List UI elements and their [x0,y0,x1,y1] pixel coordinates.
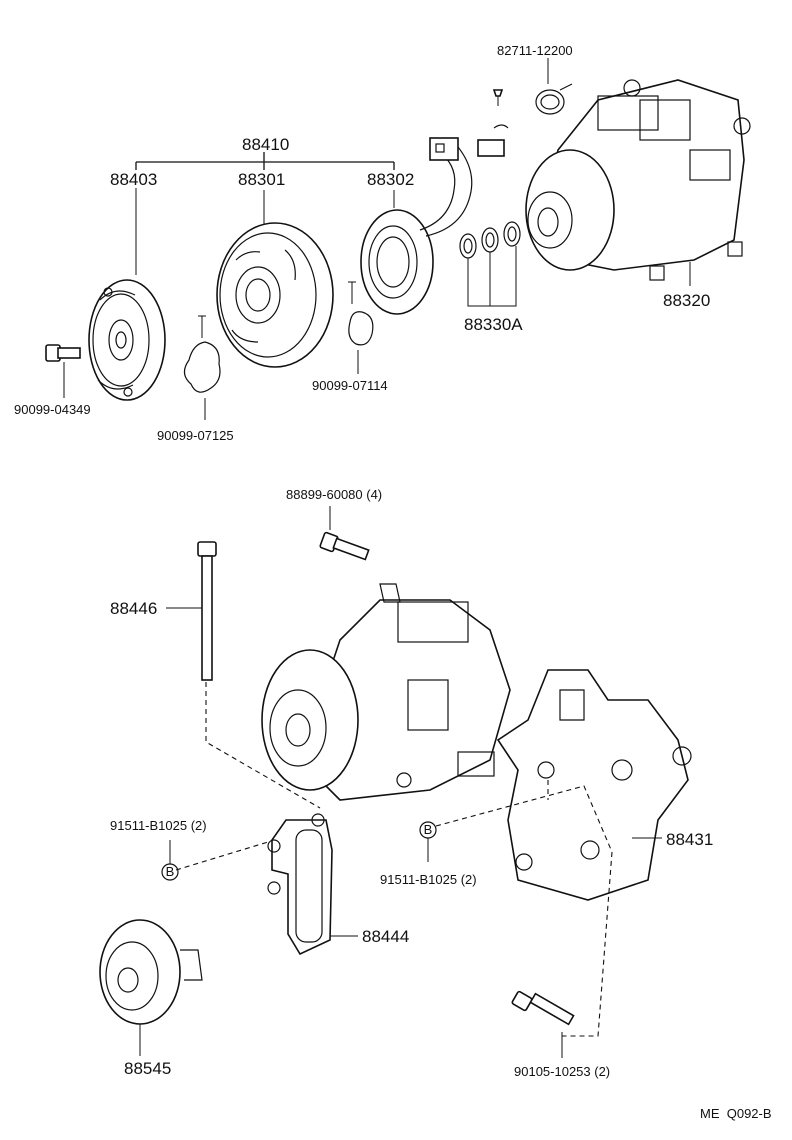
bolt-90099-04349 [45,344,81,398]
group-bracket-88410 [135,152,395,170]
compressor-assembly-bottom [261,583,511,801]
label-88410: 88410 [242,135,289,154]
pressure-plate-88403 [88,188,166,401]
marker-b-left-text: B [166,864,175,879]
marker-b-right-text: B [424,822,433,837]
pulley-88301 [216,190,334,368]
label-90099-07114: 90099-07114 [312,378,388,393]
compressor-88320 [525,79,751,286]
label-82711-12200: 82711-12200 [497,43,573,58]
label-90105-10253: 90105-10253 (2) [514,1064,610,1079]
marker-b-left: B [161,840,179,881]
label-91511-b1025-right: 91511-B1025 (2) [380,872,477,887]
label-88301: 88301 [238,170,285,189]
label-88403: 88403 [110,170,157,189]
label-91511-b1025-left: 91511-B1025 (2) [110,818,207,833]
idler-pulley-88545 [99,919,203,1056]
label-90099-07125: 90099-07125 [157,428,234,443]
label-88444: 88444 [362,927,409,946]
label-88446: 88446 [110,599,157,618]
label-88431: 88431 [666,830,713,849]
clamp-82711-12200 [535,58,573,115]
footer-code: ME Q092-B [700,1106,772,1121]
o-rings-88330A [459,221,521,307]
marker-b-right: B [419,821,437,862]
label-88899-60080: 88899-60080 (4) [286,487,382,502]
label-88545: 88545 [124,1059,171,1078]
label-90099-04349: 90099-04349 [14,402,91,417]
bracket-88431 [496,669,692,901]
label-88302: 88302 [367,170,414,189]
bolt-90105-10253 [511,990,575,1058]
stator-coil-88302 [360,124,509,315]
label-88330A: 88330A [464,315,523,334]
shim-90099-07125 [183,315,221,420]
bracket-88444 [267,813,358,956]
long-bolt-88446 [166,541,217,681]
dashed-leaders [175,682,613,1037]
snap-ring-90099-07114 [348,281,374,374]
label-88320: 88320 [663,291,710,310]
screw-small [492,89,504,106]
bolt-88899-60080 [319,506,370,561]
